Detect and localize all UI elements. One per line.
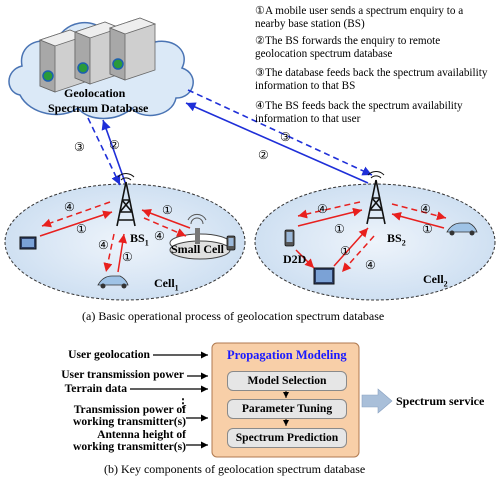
output-label: Spectrum service [396,394,485,408]
bs1-label: BS1 [130,231,149,248]
tablet-d2d-icon [313,267,335,285]
small-cell-label: Small Cell [171,242,224,256]
laptop-icon [19,236,37,250]
c2-marker-4a: ④ [317,202,328,216]
input-user-tx-power: User transmission power [61,368,184,381]
c2-marker-1b: ① [340,244,351,258]
step-1: ①A mobile user sends a spectrum enquiry … [255,5,464,31]
c1-marker-4c: ④ [154,229,165,243]
cell2-label: Cell2 [423,272,448,289]
marker-3-right: ③ [280,130,291,144]
cell2-car-enquiry [391,211,445,229]
cell2-phone-feedback [297,201,361,219]
small-cell-icon [169,213,231,260]
output-arrow [361,388,393,414]
c1-marker-1a: ① [76,222,87,236]
module-title: Propagation Modeling [227,348,347,362]
cell1-small-enquiry [141,208,191,229]
input-tx-power-line2: working transmitter(s) [72,415,186,428]
cell1-car-feedback [103,233,115,273]
database-label-line1: Geolocation [64,86,126,100]
phone-d2d-icon [284,229,295,247]
c1-marker-1b: ① [122,250,133,264]
c2-marker-1c: ① [422,222,433,236]
bs2-tower-icon [366,171,386,225]
c2-marker-4b: ④ [365,258,376,272]
link-db-to-bs2 [187,89,373,176]
d2d-label: D2D [283,252,307,266]
step-2: ②The BS forwards the enquiry to remote g… [255,35,441,61]
cell1-label: Cell1 [154,276,179,293]
database-label-line2: Spectrum Database [48,101,149,115]
marker-2-right: ② [258,148,269,162]
step-4: ④The BS feeds back the spectrum availabi… [255,100,463,126]
input-user-geolocation: User geolocation [68,348,150,361]
input-antenna-line1: Antenna height of [97,428,186,441]
cell2-tablet-enquiry [333,227,369,267]
input-terrain-data: Terrain data [64,382,127,395]
link-bs2-to-db [185,102,369,184]
link-db-to-bs1 [87,117,121,186]
marker-2-left: ② [109,138,120,152]
database-server-icon [38,17,157,93]
c1-marker-4a: ④ [64,200,75,214]
stage-model-selection: Model Selection [227,371,347,391]
cell2-tablet-feedback [341,235,375,273]
cell1-laptop-enquiry [39,210,113,237]
stage-parameter-tuning: Parameter Tuning [227,399,347,419]
phone-icon [226,235,236,251]
caption-b: (b) Key components of geolocation spectr… [104,462,366,476]
input-ellipsis: ⋮ [177,396,189,410]
c1-marker-4b: ④ [98,238,109,252]
input-tx-power-line1: Transmission power of [73,403,186,416]
c1-marker-1c: ① [162,203,173,217]
cell1-car-enquiry [117,233,128,273]
bs2-label: BS2 [387,231,406,248]
input-antenna-line2: working transmitter(s) [72,440,186,453]
step-3: ③The database feeds back the spectrum av… [255,67,488,93]
car-icon [97,275,129,289]
c2-marker-4c: ④ [420,202,431,216]
cell1-laptop-feedback [41,201,111,228]
cell1-small-feedback [143,217,187,237]
caption-a: (a) Basic operational process of geoloca… [82,309,385,323]
c2-marker-1a: ① [334,222,345,236]
marker-3-left: ③ [74,140,85,154]
car-cell2-icon [446,222,478,236]
d2d-link [295,249,315,269]
bs1-tower-icon [116,173,136,227]
cell2-phone-enquiry [297,207,363,227]
stage-spectrum-prediction: Spectrum Prediction [227,428,347,448]
